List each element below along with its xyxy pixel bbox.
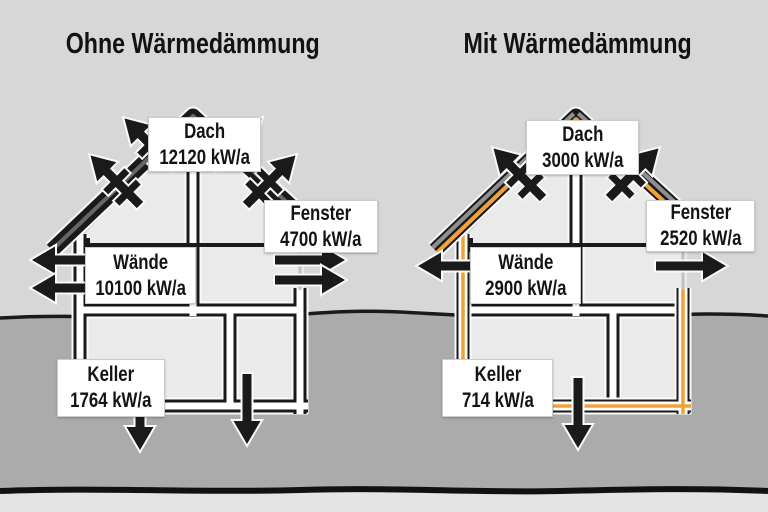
label-value: 1764 kW/a <box>70 389 152 412</box>
label-window-uninsulated: Fenster 4700 kW/a <box>264 200 378 253</box>
label-window-insulated: Fenster 2520 kW/a <box>646 200 755 252</box>
label-walls-uninsulated: Wände 10100 kW/a <box>85 247 196 304</box>
panel-title-text: Ohne Wärmedämmung <box>65 27 320 60</box>
panel-title-uninsulated: Ohne Wärmedämmung <box>40 26 345 62</box>
label-cellar-uninsulated: Keller 1764 kW/a <box>57 359 165 417</box>
label-name: Fenster <box>290 201 352 225</box>
panel-title-insulated: Mit Wärmedämmung <box>425 26 730 62</box>
label-cellar-insulated: Keller 714 kW/a <box>442 359 553 417</box>
panel-title-text: Mit Wärmedämmung <box>463 27 692 60</box>
label-value: 2900 kW/a <box>484 276 567 300</box>
label-name: Dach <box>183 119 226 143</box>
bottom-wavy-line <box>0 486 768 495</box>
label-value: 4700 kW/a <box>280 227 362 251</box>
label-value: 3000 kW/a <box>541 148 624 172</box>
label-name: Keller <box>87 363 135 387</box>
label-roof-uninsulated: Dach 12120 kW/a <box>148 117 261 172</box>
label-value: 12120 kW/a <box>159 145 250 169</box>
label-value: 2520 kW/a <box>659 227 742 250</box>
bottom-strip <box>0 489 768 512</box>
label-name: Wände <box>497 250 554 274</box>
label-name: Keller <box>474 363 521 387</box>
label-name: Dach <box>561 122 604 146</box>
label-name: Wände <box>112 250 169 274</box>
label-roof-insulated: Dach 3000 kW/a <box>526 120 639 175</box>
label-walls-insulated: Wände 2900 kW/a <box>470 247 581 304</box>
label-value: 714 kW/a <box>461 389 534 412</box>
label-name: Fenster <box>670 201 731 225</box>
label-value: 10100 kW/a <box>95 276 186 300</box>
